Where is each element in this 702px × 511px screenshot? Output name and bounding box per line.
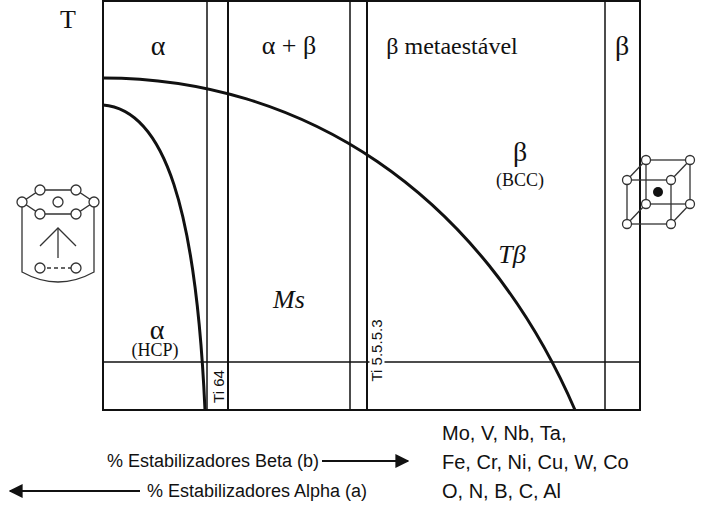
curve-label: Tβ (496, 242, 527, 268)
beta-transus-curve (103, 78, 575, 410)
element-list: Mo, V, Nb, Ta, (440, 423, 569, 443)
hcp-body (22, 202, 94, 282)
alpha-arrow (10, 490, 140, 492)
hcp-top-face (22, 190, 94, 214)
structure-label: (HCP) (129, 341, 180, 359)
atom (17, 197, 27, 207)
phase-label: α + β (260, 33, 319, 59)
hcp-cell-icon (17, 185, 99, 282)
atom (686, 200, 695, 209)
hcp-atoms (17, 185, 99, 273)
cube-front (627, 180, 671, 224)
phase-label: β (511, 138, 529, 166)
atom (623, 176, 632, 185)
atom (623, 220, 632, 229)
atom (53, 197, 63, 207)
hcp-inner-lines (57, 228, 58, 258)
atom (71, 209, 81, 219)
element-list: O, N, B, C, Al (440, 481, 563, 501)
beta-arrow (322, 460, 408, 462)
phase-boundary (366, 1, 368, 410)
atom (667, 220, 676, 229)
phase-label: β metaestável (384, 34, 519, 58)
atom (35, 263, 45, 273)
plot-frame (103, 1, 640, 410)
bcc-atoms (623, 156, 695, 229)
atom (71, 263, 81, 273)
axis-caption: % Estabilizadores Beta (b) (105, 452, 321, 470)
martensite-start-curve (103, 105, 205, 410)
axis-caption: % Estabilizadores Alpha (a) (145, 482, 369, 500)
atom (642, 200, 651, 209)
atom (35, 209, 45, 219)
plot-lines (103, 1, 640, 410)
alloy-label: Ti 5.5.5.3 (369, 317, 384, 383)
alloy-label: Ti 64 (210, 368, 225, 405)
phase-boundary (227, 1, 229, 410)
atom (35, 185, 45, 195)
phase-boundary (206, 1, 208, 410)
element-list: Fe, Cr, Ni, Cu, W, Co (440, 452, 631, 472)
atom (667, 176, 676, 185)
bcc-cell-icon (623, 156, 695, 229)
atom (642, 156, 651, 165)
curve-label: Ms (271, 287, 307, 313)
center-atom (653, 187, 663, 197)
atom (686, 156, 695, 165)
phase-boundary (604, 1, 606, 410)
cube-back (646, 160, 690, 204)
atom (89, 197, 99, 207)
axis-label: T (58, 7, 78, 33)
phase-label: β (613, 32, 631, 60)
phase-boundary (349, 1, 351, 410)
phase-label: α (149, 32, 168, 60)
structure-label: (BCC) (494, 171, 546, 189)
atom (71, 185, 81, 195)
phase-label: α (148, 316, 167, 344)
